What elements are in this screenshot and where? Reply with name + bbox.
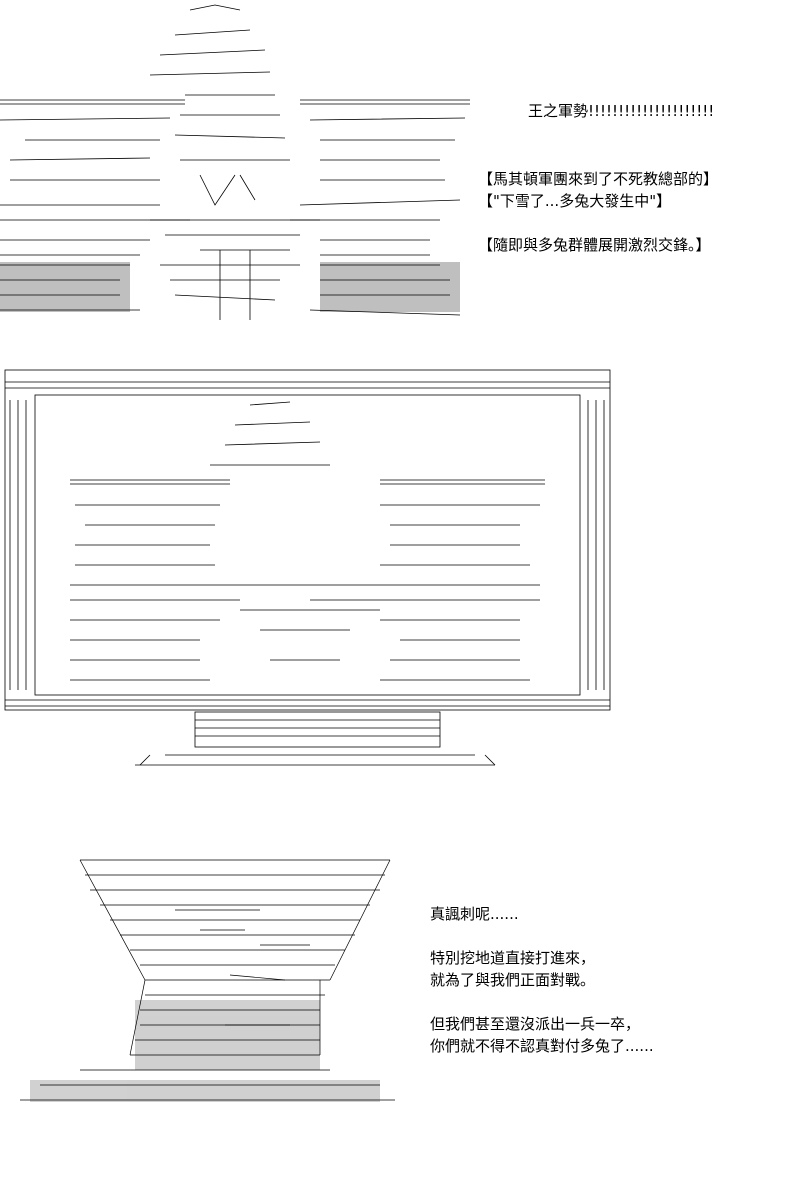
dialogue-box: 真諷刺呢...... 特別挖地道直接打進來， 就為了與我們正面對戰。 但我們甚至… — [430, 903, 654, 1057]
army-title: 王之軍勢!!!!!!!!!!!!!!!!!!!!! — [528, 102, 715, 120]
narration-box: 【馬其頓軍團來到了不死教總部的】 【"下雪了...多兔大發生中"】 【隨即與多兔… — [478, 168, 718, 256]
dialogue-line-2: 特別挖地道直接打進來， — [430, 949, 596, 967]
monitor-ascii-art — [4, 369, 611, 766]
dialogue-line-1: 真諷刺呢...... — [430, 905, 519, 923]
dialogue-line-4: 但我們甚至還沒派出一兵一卒， — [430, 1015, 641, 1033]
dialogue-line-3: 就為了與我們正面對戰。 — [430, 971, 596, 989]
dialogue-line-5: 你們就不得不認真對付多兔了...... — [430, 1037, 654, 1055]
narration-line-3: 【隨即與多兔群體展開激烈交鋒。】 — [478, 236, 711, 254]
narration-line-1: 【馬其頓軍團來到了不死教總部的】 — [478, 170, 719, 188]
narration-line-2: 【"下雪了...多兔大發生中"】 — [478, 192, 672, 210]
pit-ascii-art — [20, 859, 395, 1102]
army-ascii-art — [0, 4, 470, 320]
